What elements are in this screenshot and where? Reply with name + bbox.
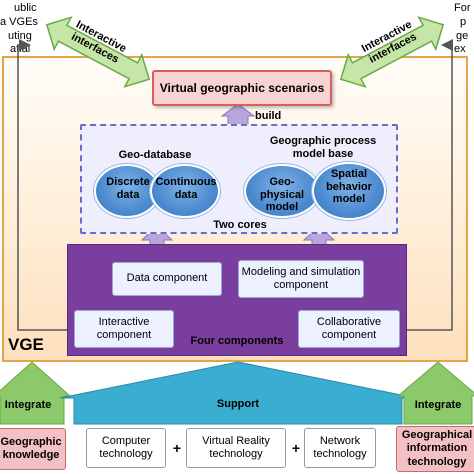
process-model-base-label: Geographic process model base xyxy=(269,135,377,160)
support-label: Support xyxy=(216,398,260,410)
build-label: build xyxy=(255,110,282,122)
four-components-label: Four components xyxy=(190,335,284,347)
continuous-data-ellipse xyxy=(150,164,220,218)
data-component-box: Data component xyxy=(112,262,222,296)
build-up-arrow-icon xyxy=(220,103,256,127)
geo-info-technology-box: Geographical information technology xyxy=(396,426,474,472)
virtual-scenarios-box: Virtual geographic scenarios xyxy=(152,70,332,106)
geographic-knowledge-box: Geographic knowledge xyxy=(0,428,66,470)
integrate-right-arrow-icon xyxy=(396,361,474,425)
collaborative-component-box: Collaborative component xyxy=(298,310,400,348)
discrete-data-ellipse xyxy=(94,164,160,218)
computer-technology-box: Computer technology xyxy=(86,428,166,468)
support-arrow-icon xyxy=(59,361,417,425)
plus-sign-2: + xyxy=(291,440,301,456)
left-interface-arrow-icon xyxy=(45,16,151,88)
right-connector-arrow-icon xyxy=(400,39,453,331)
continuous-data-label: Continuous data xyxy=(155,176,217,201)
vge-label: VGE xyxy=(8,335,44,354)
spatial-behavior-ellipse xyxy=(312,162,386,220)
geo-database-label: Geo-database xyxy=(118,149,192,161)
vr-technology-box: Virtual Reality technology xyxy=(186,428,286,468)
right-interface-arrow-icon xyxy=(339,16,445,88)
integrate-left-label: Integrate xyxy=(4,399,52,411)
geo-physical-ellipse xyxy=(244,164,320,218)
geo-physical-label: Geo-physical model xyxy=(259,176,305,214)
plus-sign-1: + xyxy=(172,440,182,456)
interactive-component-box: Interactive component xyxy=(74,310,174,348)
left-connector-arrow-icon xyxy=(17,39,74,331)
integrate-left-arrow-icon xyxy=(0,361,72,425)
network-technology-box: Network technology xyxy=(304,428,376,468)
integrate-right-label: Integrate xyxy=(414,399,462,411)
spatial-behavior-label: Spatial behavior model xyxy=(326,168,372,206)
two-cores-label: Two cores xyxy=(213,219,267,231)
discrete-data-label: Discrete data xyxy=(106,176,150,201)
modeling-component-box: Modeling and simulation component xyxy=(238,260,364,298)
